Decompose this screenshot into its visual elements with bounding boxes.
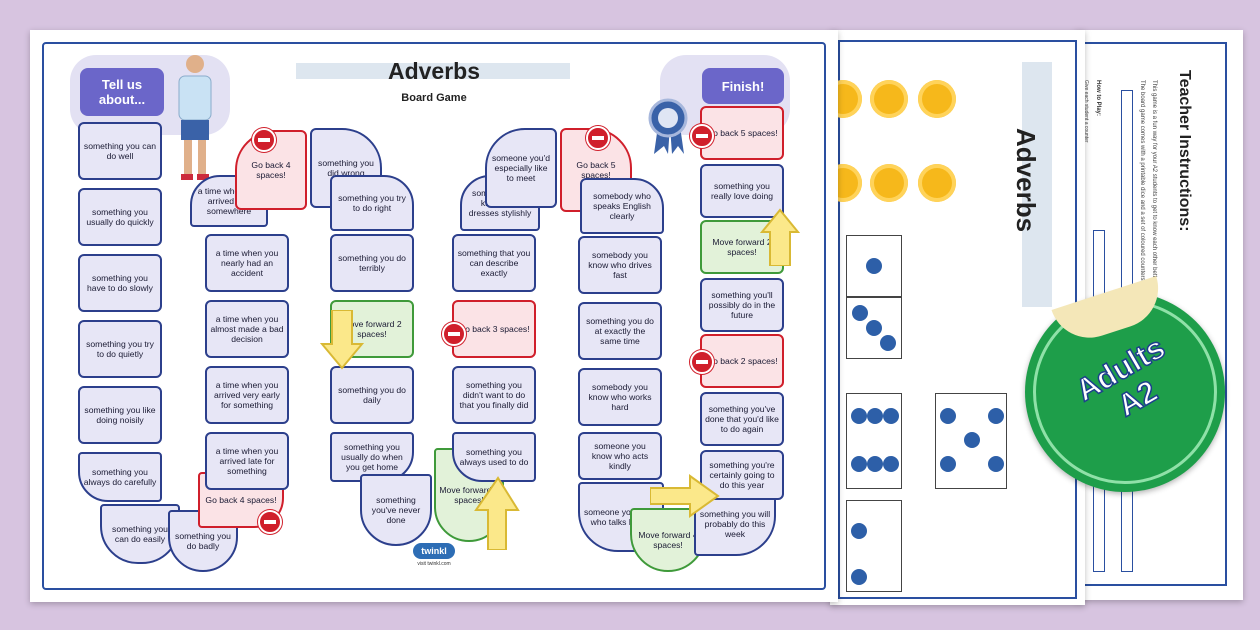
board-square-24: something you always used to do: [452, 432, 536, 482]
board-square-6: something you always do carefully: [78, 452, 162, 502]
board-square-20: something you do daily: [330, 366, 414, 424]
board-square-39: something you're certainly going to do t…: [700, 450, 784, 500]
how-to-play-label: How to Play:: [1095, 80, 1101, 117]
board-title: Adverbs: [387, 58, 481, 84]
up-arrow-icon: [474, 476, 520, 550]
finish-label: Finish!: [702, 68, 784, 104]
board-square-3: something you have to do slowly: [78, 254, 162, 312]
board-square-32: somebody you know who drives fast: [578, 236, 662, 294]
board-square-34: somebody you know who works hard: [578, 368, 662, 426]
adverbs-board-sheet: Adverbs Board Game Tell us about... Fini…: [30, 30, 838, 602]
board-square-37: Move forward 4 spaces!: [630, 508, 706, 572]
board-square-29: someone you'd especially like to meet: [485, 128, 557, 208]
board-square-10: a time when you arrived late for somethi…: [205, 432, 289, 490]
go-back-stop-icon: [586, 126, 610, 150]
board-square-22: something you've never done: [360, 474, 432, 546]
dice-face-1: [846, 235, 902, 297]
twinkl-url: visit twinkl.com: [417, 561, 451, 567]
dice-face-3: [846, 297, 902, 359]
dice-cutout-sheet: Adverbs: [824, 30, 1085, 605]
counter-square-icon: [918, 164, 956, 202]
board-square-18: something you do terribly: [330, 234, 414, 292]
board-square-45: Go back 5 spaces!: [700, 106, 784, 160]
dice-face-4: [846, 500, 902, 592]
board-square-12: a time when you almost made a bad decisi…: [205, 300, 289, 358]
go-back-stop-icon: [690, 124, 714, 148]
counter-star-icon: [870, 164, 908, 202]
up-arrow-icon: [760, 208, 800, 266]
instructions-line1: This game is a fun way for your A2 stude…: [1151, 80, 1157, 283]
board-square-21: something you usually do when you get ho…: [330, 432, 414, 482]
board-square-31: somebody who speaks English clearly: [580, 178, 664, 234]
board-square-44: something you really love doing: [700, 164, 784, 218]
board-square-33: something you do at exactly the same tim…: [578, 302, 662, 360]
board-square-17: something you try to do right: [330, 175, 414, 231]
teacher-figure-icon: [178, 55, 212, 180]
board-square-4: something you try to do quietly: [78, 320, 162, 378]
twinkl-logo: twinkl: [413, 543, 455, 559]
board-square-1: something you can do well: [78, 122, 162, 180]
instructions-line2: The board game comes with a printable di…: [1139, 80, 1145, 281]
board-square-13: a time when you nearly had an accident: [205, 234, 289, 292]
start-label: Tell us about...: [80, 68, 164, 116]
adults-a2-badge: Adults A2: [1025, 275, 1225, 492]
dice-face-5: [935, 393, 1007, 489]
board-square-40: something you've done that you'd like to…: [700, 392, 784, 446]
board-square-5: something you like doing noisily: [78, 386, 162, 444]
right-arrow-icon: [650, 474, 720, 518]
board-square-2: something you usually do quickly: [78, 188, 162, 246]
board-subtitle: Board Game: [401, 92, 467, 104]
go-back-stop-icon: [690, 350, 714, 374]
instructions-title: Teacher Instructions:: [1176, 70, 1193, 232]
dice-face-6: [846, 393, 902, 489]
board-square-42: something you'll possibly do in the futu…: [700, 278, 784, 332]
board-square-7: something you can do easily: [100, 504, 180, 564]
go-back-stop-icon: [258, 510, 282, 534]
instructions-line3: Give each student a counter: [1083, 80, 1089, 143]
down-arrow-icon: [320, 310, 364, 370]
cutout-title: Adverbs: [1011, 128, 1041, 233]
board-square-26: Go back 3 spaces!: [452, 300, 536, 358]
board-square-27: something that you can describe exactly: [452, 234, 536, 292]
board-square-25: something you didn't want to do that you…: [452, 366, 536, 424]
rosette-icon: [648, 98, 688, 154]
go-back-stop-icon: [252, 128, 276, 152]
go-back-stop-icon: [442, 322, 466, 346]
board-square-11: a time when you arrived very early for s…: [205, 366, 289, 424]
counter-pentagon-icon: [870, 80, 908, 118]
board-square-35: someone you know who acts kindly: [578, 432, 662, 480]
board-square-41: Go back 2 spaces!: [700, 334, 784, 388]
counter-triangle-icon: [918, 80, 956, 118]
